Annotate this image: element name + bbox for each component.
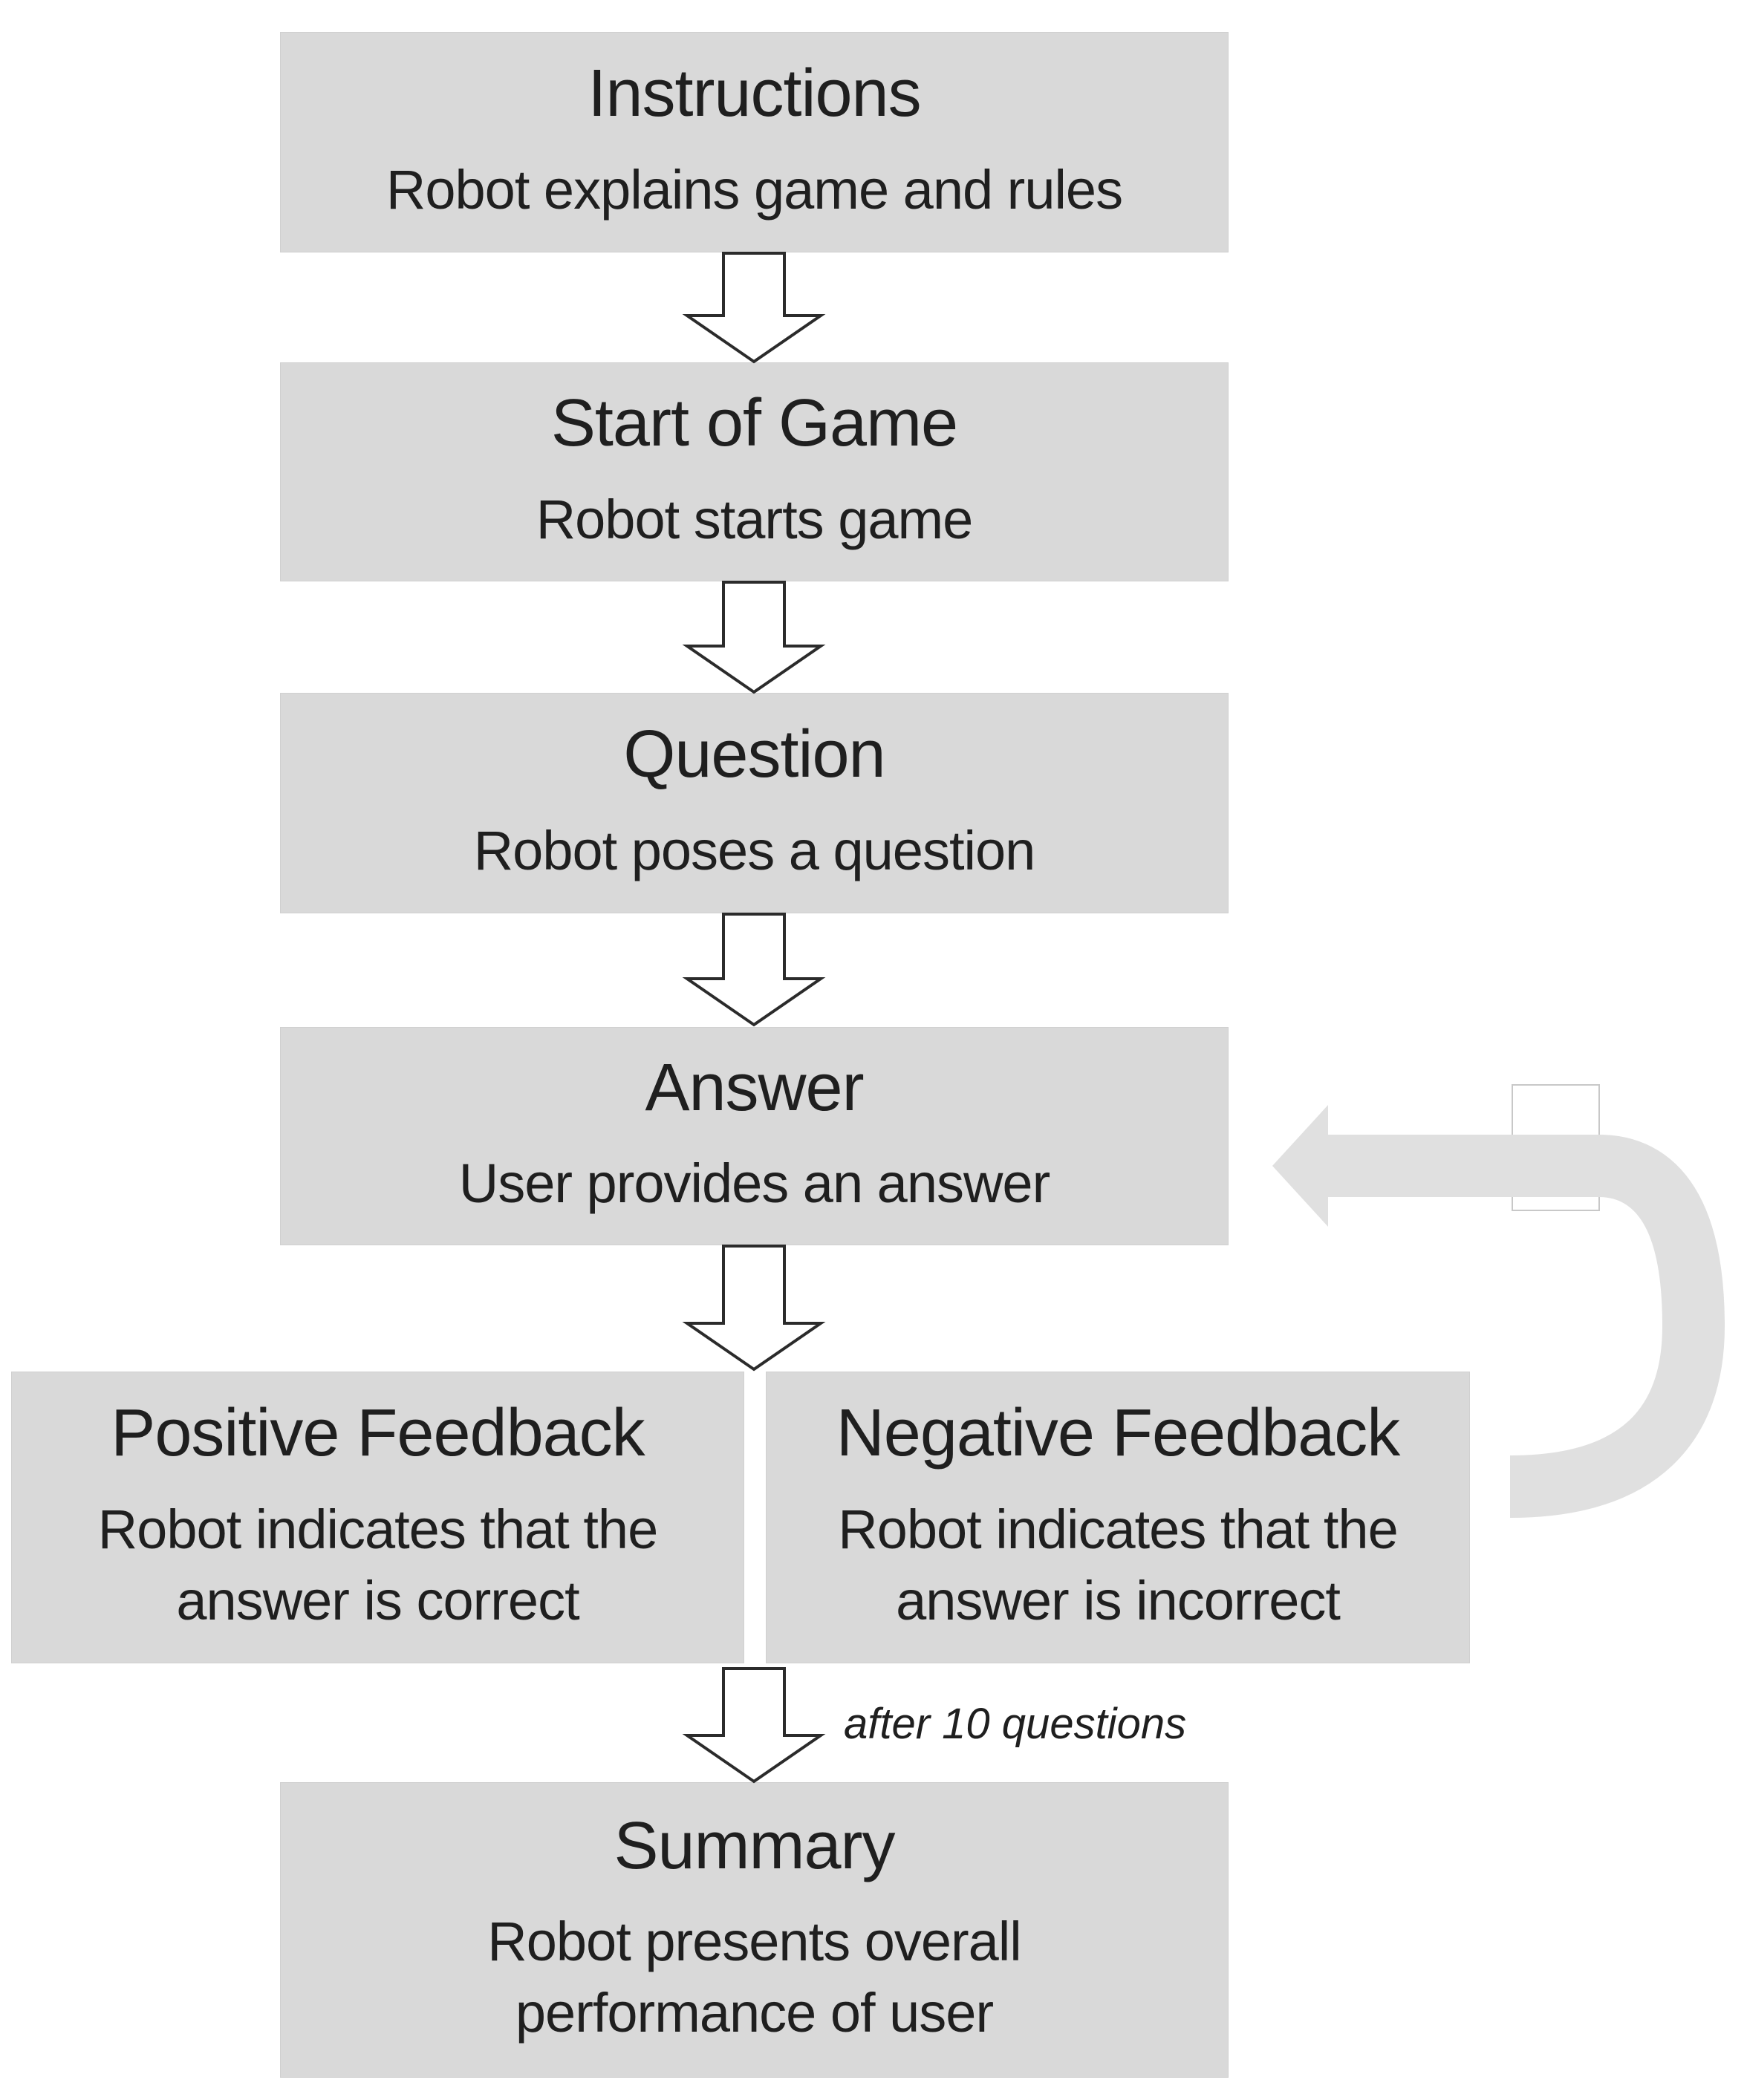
step-title: Start of Game: [550, 386, 958, 461]
step-title: Instructions: [588, 56, 921, 131]
step-subtitle: Robot starts game: [536, 488, 974, 550]
step-title: Negative Feedback: [836, 1396, 1400, 1471]
step-subtitle: Robot indicates that the answer is incor…: [838, 1498, 1399, 1631]
down-arrow-icon: [682, 252, 826, 364]
step-title: Answer: [645, 1050, 864, 1125]
step-question: Question Robot poses a question: [280, 693, 1229, 913]
down-arrow-icon: [682, 1245, 826, 1372]
step-subtitle: Robot explains game and rules: [385, 158, 1123, 221]
step-instructions: Instructions Robot explains game and rul…: [280, 32, 1229, 252]
step-summary: Summary Robot presents overall performan…: [280, 1782, 1229, 2078]
loop-back-arrow-icon: [1272, 1105, 1601, 1227]
loop-condition-label: after 10 questions: [844, 1700, 1187, 1748]
step-title: Summary: [614, 1808, 895, 1883]
step-start-of-game: Start of Game Robot starts game: [280, 362, 1229, 581]
step-answer: Answer User provides an answer: [280, 1027, 1229, 1245]
step-title: Question: [623, 717, 885, 792]
loop-back-arrow-ring-icon: [1509, 1135, 1725, 1518]
step-negative-feedback: Negative Feedback Robot indicates that t…: [766, 1372, 1470, 1663]
down-arrow-icon: [682, 913, 826, 1027]
step-subtitle: Robot indicates that the answer is corre…: [97, 1498, 659, 1631]
step-subtitle: Robot presents overall performance of us…: [487, 1911, 1021, 2044]
mask-rectangle: [1512, 1084, 1600, 1211]
down-arrow-icon: [682, 581, 826, 694]
step-positive-feedback: Positive Feedback Robot indicates that t…: [11, 1372, 744, 1663]
step-title: Positive Feedback: [111, 1396, 645, 1471]
step-subtitle: User provides an answer: [458, 1152, 1050, 1215]
down-arrow-icon: [682, 1667, 826, 1784]
step-subtitle: Robot poses a question: [473, 819, 1036, 881]
